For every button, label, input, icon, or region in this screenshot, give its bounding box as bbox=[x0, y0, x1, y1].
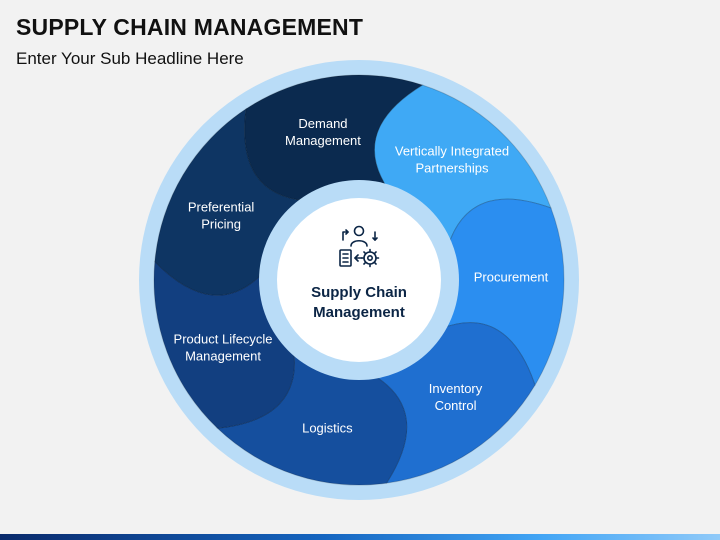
segments-group: Vertically IntegratedPartnershipsProcure… bbox=[153, 74, 565, 486]
segment-label-preferential-pricing-line2: Pricing bbox=[201, 217, 241, 232]
bottom-accent-bar bbox=[0, 534, 720, 540]
segment-label-inventory-control-line2: Control bbox=[435, 398, 477, 413]
segment-label-logistics: Logistics bbox=[302, 421, 353, 436]
segment-label-preferential-pricing-line1: Preferential bbox=[188, 200, 255, 215]
center-label-line2: Management bbox=[313, 304, 405, 321]
segment-label-vertically-integrated-partnerships-line2: Partnerships bbox=[415, 160, 488, 175]
supply-chain-person-gear-icon bbox=[339, 225, 380, 268]
segment-label-product-lifecycle-management-line2: Management bbox=[185, 348, 261, 363]
segment-label-demand-management-line1: Demand bbox=[298, 116, 347, 131]
segment-label-procurement: Procurement bbox=[474, 270, 549, 285]
segment-label-demand-management-line2: Management bbox=[285, 133, 361, 148]
center-label-line1: Supply Chain bbox=[311, 284, 407, 301]
page-title: SUPPLY CHAIN MANAGEMENT bbox=[16, 14, 364, 40]
center-disc bbox=[277, 198, 441, 362]
page-subtitle: Enter Your Sub Headline Here bbox=[16, 49, 244, 68]
segment-label-product-lifecycle-management-line1: Product Lifecycle bbox=[174, 331, 273, 346]
segment-label-inventory-control-line1: Inventory bbox=[429, 381, 483, 396]
segment-label-vertically-integrated-partnerships-line1: Vertically Integrated bbox=[395, 143, 509, 158]
